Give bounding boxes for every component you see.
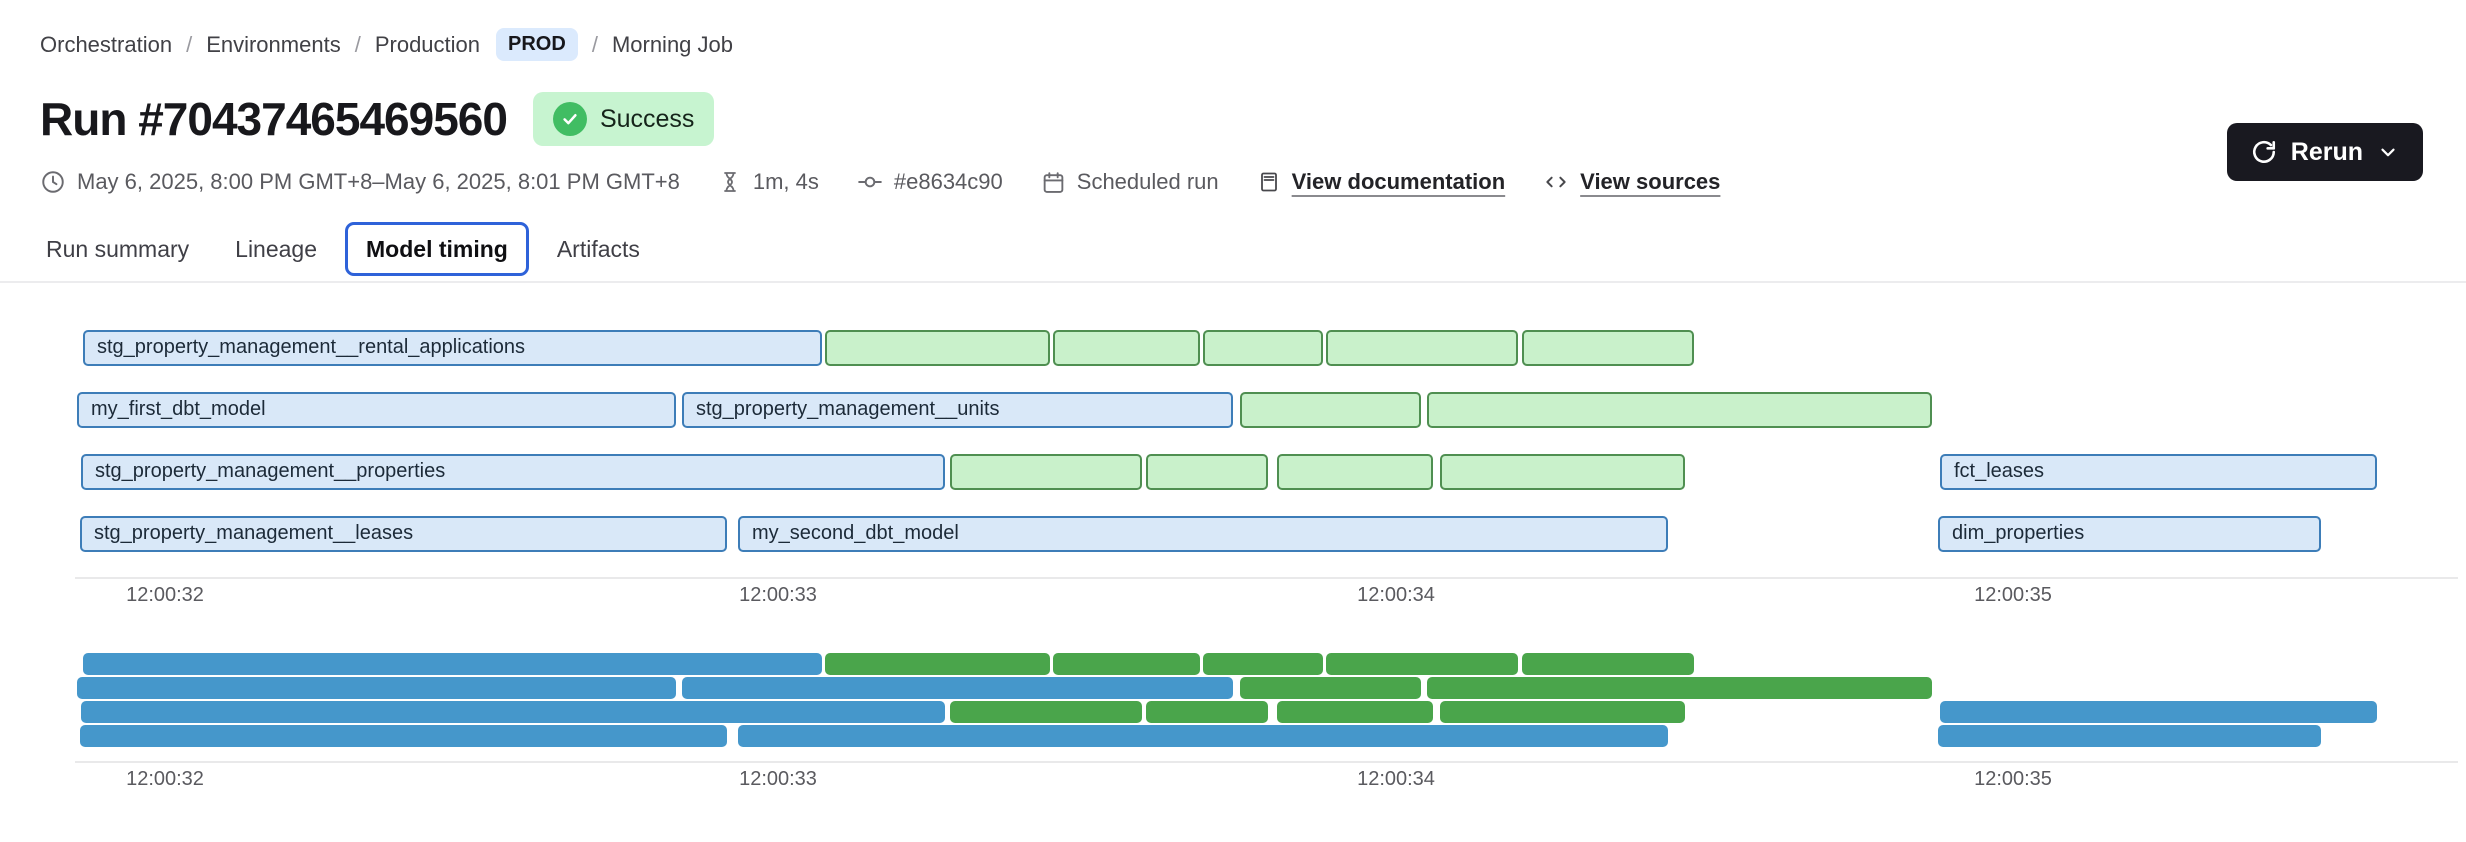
minimap-bar: [1427, 677, 1932, 699]
tab-bar: Run summary Lineage Model timing Artifac…: [46, 222, 640, 276]
tab-run-summary[interactable]: Run summary: [46, 236, 190, 262]
run-duration: 1m, 4s: [718, 169, 819, 195]
rerun-label: Rerun: [2290, 137, 2363, 166]
check-icon: [552, 102, 587, 136]
minimap-row: [0, 677, 2466, 699]
minimap-bar: [83, 653, 822, 675]
gantt-bar[interactable]: stg_property_management__rental_applicat…: [83, 330, 822, 366]
breadcrumb-item-production[interactable]: Production: [374, 31, 481, 57]
minimap-bar: [1522, 653, 1694, 675]
minimap-bar: [1203, 653, 1323, 675]
gantt-bar[interactable]: fct_leases: [1940, 454, 2377, 490]
rerun-icon: [2251, 139, 2277, 165]
axis-tick-label: 12:00:32: [126, 584, 204, 606]
run-meta-row: May 6, 2025, 8:00 PM GMT+8–May 6, 2025, …: [40, 169, 1720, 195]
gantt-bar[interactable]: [825, 330, 1050, 366]
gantt-axis-line: [75, 577, 2458, 579]
breadcrumb-separator: /: [354, 31, 361, 57]
gantt-bar[interactable]: [1146, 454, 1268, 490]
page-title: Run #70437465469560: [40, 93, 508, 145]
gantt-bar[interactable]: [1240, 392, 1421, 428]
breadcrumb-item-environments[interactable]: Environments: [206, 31, 341, 57]
run-time-range: May 6, 2025, 8:00 PM GMT+8–May 6, 2025, …: [40, 169, 680, 195]
minimap-bar: [1940, 701, 2377, 723]
gantt-bar[interactable]: [1522, 330, 1694, 366]
minimap-bar: [682, 677, 1233, 699]
axis-tick-label: 12:00:35: [1974, 768, 2052, 790]
status-label: Success: [599, 104, 695, 133]
time-axis: 12:00:32 12:00:33 12:00:34 12:00:35: [0, 768, 2466, 792]
minimap-bar: [80, 725, 727, 747]
axis-tick-label: 12:00:33: [739, 584, 817, 606]
gantt-bar[interactable]: stg_property_management__units: [682, 392, 1233, 428]
environment-badge: PROD: [496, 28, 578, 61]
documentation-icon: [1260, 172, 1277, 192]
minimap-bar: [738, 725, 1668, 747]
minimap-bar: [1440, 701, 1685, 723]
axis-tick-label: 12:00:33: [739, 768, 817, 790]
breadcrumb: Orchestration / Environments / Productio…: [40, 28, 733, 61]
axis-tick-label: 12:00:34: [1357, 584, 1435, 606]
gantt-bar[interactable]: [1326, 330, 1518, 366]
gantt-row: stg_property_management__properties fct_l…: [0, 454, 2466, 490]
axis-tick-label: 12:00:35: [1974, 584, 2052, 606]
title-row: Run #70437465469560 Success: [40, 92, 715, 146]
gantt-bar[interactable]: my_second_dbt_model: [738, 516, 1668, 552]
gantt-bar[interactable]: [1203, 330, 1323, 366]
gantt-row: stg_property_management__leases my_second…: [0, 516, 2466, 552]
tab-lineage[interactable]: Lineage: [235, 236, 318, 262]
breadcrumb-item-orchestration[interactable]: Orchestration: [40, 31, 173, 57]
calendar-icon: [1043, 171, 1064, 193]
minimap-bar: [950, 701, 1142, 723]
gantt-bar[interactable]: stg_property_management__properties: [81, 454, 945, 490]
breadcrumb-separator: /: [591, 31, 598, 57]
trigger-type: Scheduled run: [1041, 169, 1219, 195]
status-badge: Success: [532, 92, 715, 146]
breadcrumb-item-morning-job[interactable]: Morning Job: [611, 31, 734, 57]
gantt-bar[interactable]: [1053, 330, 1200, 366]
minimap-bar: [77, 677, 676, 699]
gantt-bar[interactable]: stg_property_management__leases: [80, 516, 727, 552]
gantt-bar[interactable]: my_first_dbt_model: [77, 392, 676, 428]
minimap-bar: [825, 653, 1050, 675]
minimap-bar: [1053, 653, 1200, 675]
breadcrumb-separator: /: [186, 31, 193, 57]
gantt-bar[interactable]: [1440, 454, 1685, 490]
gantt-bar[interactable]: [1277, 454, 1433, 490]
chevron-down-icon: [2377, 141, 2399, 163]
gantt-row: stg_property_management__rental_applicat…: [0, 330, 2466, 366]
gantt-bar[interactable]: [1427, 392, 1932, 428]
time-axis: 12:00:32 12:00:33 12:00:34 12:00:35: [0, 584, 2466, 608]
clock-icon: [42, 171, 64, 193]
minimap-bar: [1938, 725, 2321, 747]
axis-tick-label: 12:00:34: [1357, 768, 1435, 790]
commit-icon: [858, 176, 882, 188]
minimap-row: [0, 701, 2466, 723]
view-sources-link[interactable]: View sources: [1543, 169, 1720, 195]
minimap-bar: [81, 701, 945, 723]
minimap-row: [0, 653, 2466, 675]
view-documentation-link[interactable]: View documentation: [1257, 169, 1505, 195]
rerun-button[interactable]: Rerun: [2226, 123, 2423, 181]
gantt-bar[interactable]: [950, 454, 1142, 490]
minimap-row: [0, 725, 2466, 747]
code-icon: [1546, 176, 1566, 188]
axis-tick-label: 12:00:32: [126, 768, 204, 790]
tab-artifacts[interactable]: Artifacts: [556, 236, 640, 262]
hourglass-icon: [723, 172, 736, 192]
commit-hash: #e8634c90: [857, 169, 1003, 195]
minimap-bar: [1240, 677, 1421, 699]
minimap-bar: [1326, 653, 1518, 675]
tab-model-timing[interactable]: Model timing: [345, 222, 529, 276]
minimap-axis-line: [75, 761, 2458, 763]
minimap-bar: [1146, 701, 1268, 723]
gantt-bar[interactable]: dim_properties: [1938, 516, 2321, 552]
minimap-bar: [1277, 701, 1433, 723]
tabs-divider: [0, 281, 2466, 283]
